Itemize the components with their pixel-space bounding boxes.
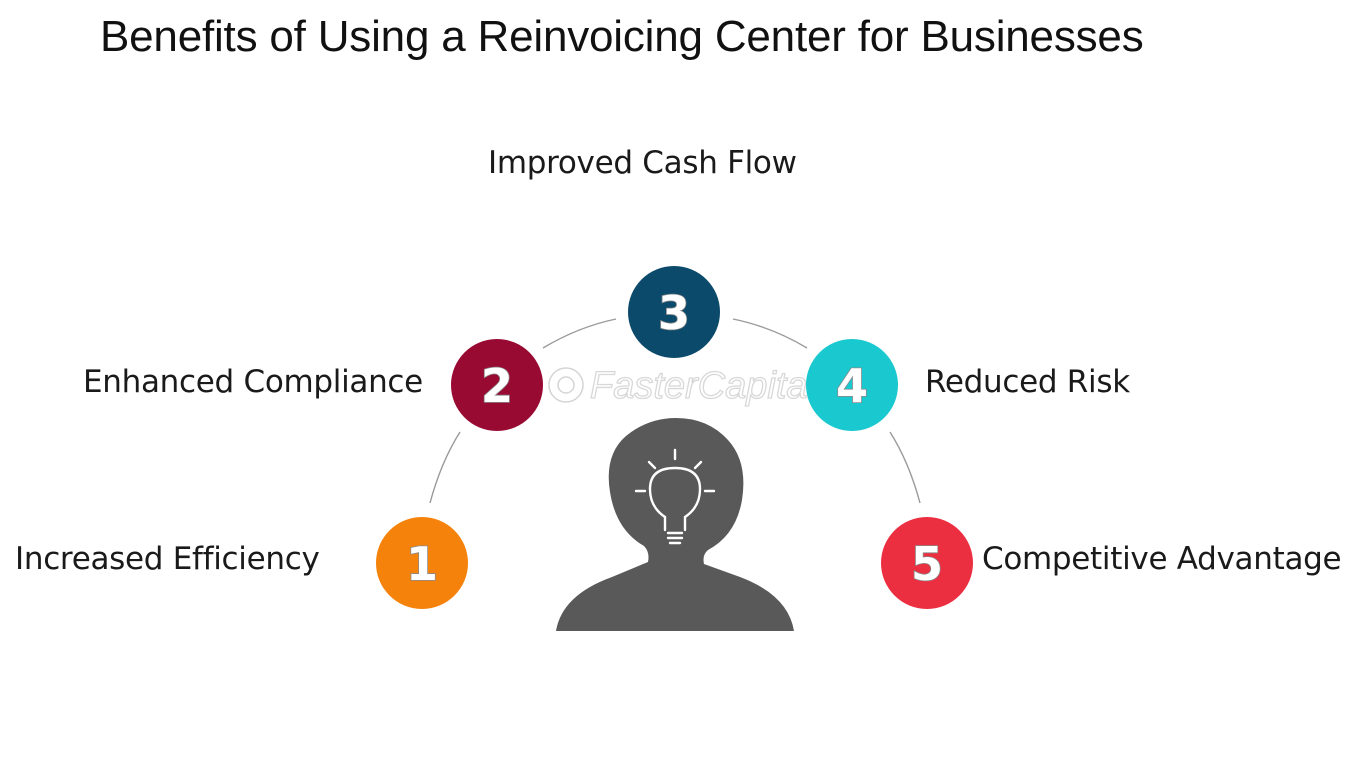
step-1-number: 1 bbox=[406, 537, 438, 591]
step-3-circle bbox=[628, 266, 720, 358]
arc-connector-3-4 bbox=[732, 318, 808, 349]
step-4-number: 4 bbox=[836, 359, 868, 413]
arc-connector-2-3 bbox=[542, 318, 617, 349]
step-3-marker: 3 bbox=[628, 266, 720, 358]
label-competitive-advantage: Competitive Advantage bbox=[982, 541, 1342, 577]
step-2-number: 2 bbox=[481, 359, 513, 413]
page-title: Benefits of Using a Reinvoicing Center f… bbox=[100, 12, 1144, 61]
step-1-circle bbox=[376, 517, 468, 609]
step-5-number: 5 bbox=[911, 537, 943, 591]
head-lightbulb-icon bbox=[556, 418, 794, 631]
step-1-marker: 1 bbox=[376, 517, 468, 609]
step-2-circle bbox=[451, 339, 543, 431]
arc-connector-4-5 bbox=[889, 431, 921, 504]
arc-connector-1-2 bbox=[429, 431, 461, 504]
step-2-marker: 2 bbox=[451, 339, 543, 431]
step-3-number: 3 bbox=[658, 286, 690, 340]
label-improved-cash-flow: Improved Cash Flow bbox=[488, 145, 797, 181]
label-reduced-risk: Reduced Risk bbox=[925, 364, 1130, 400]
watermark-text: FasterCapital bbox=[590, 365, 818, 407]
step-5-marker: 5 bbox=[881, 517, 973, 609]
label-enhanced-compliance: Enhanced Compliance bbox=[83, 364, 423, 400]
label-increased-efficiency: Increased Efficiency bbox=[15, 541, 320, 577]
step-4-circle bbox=[806, 339, 898, 431]
step-4-marker: 4 bbox=[806, 339, 898, 431]
watermark-logo: FasterCapital bbox=[548, 364, 818, 408]
step-5-circle bbox=[881, 517, 973, 609]
